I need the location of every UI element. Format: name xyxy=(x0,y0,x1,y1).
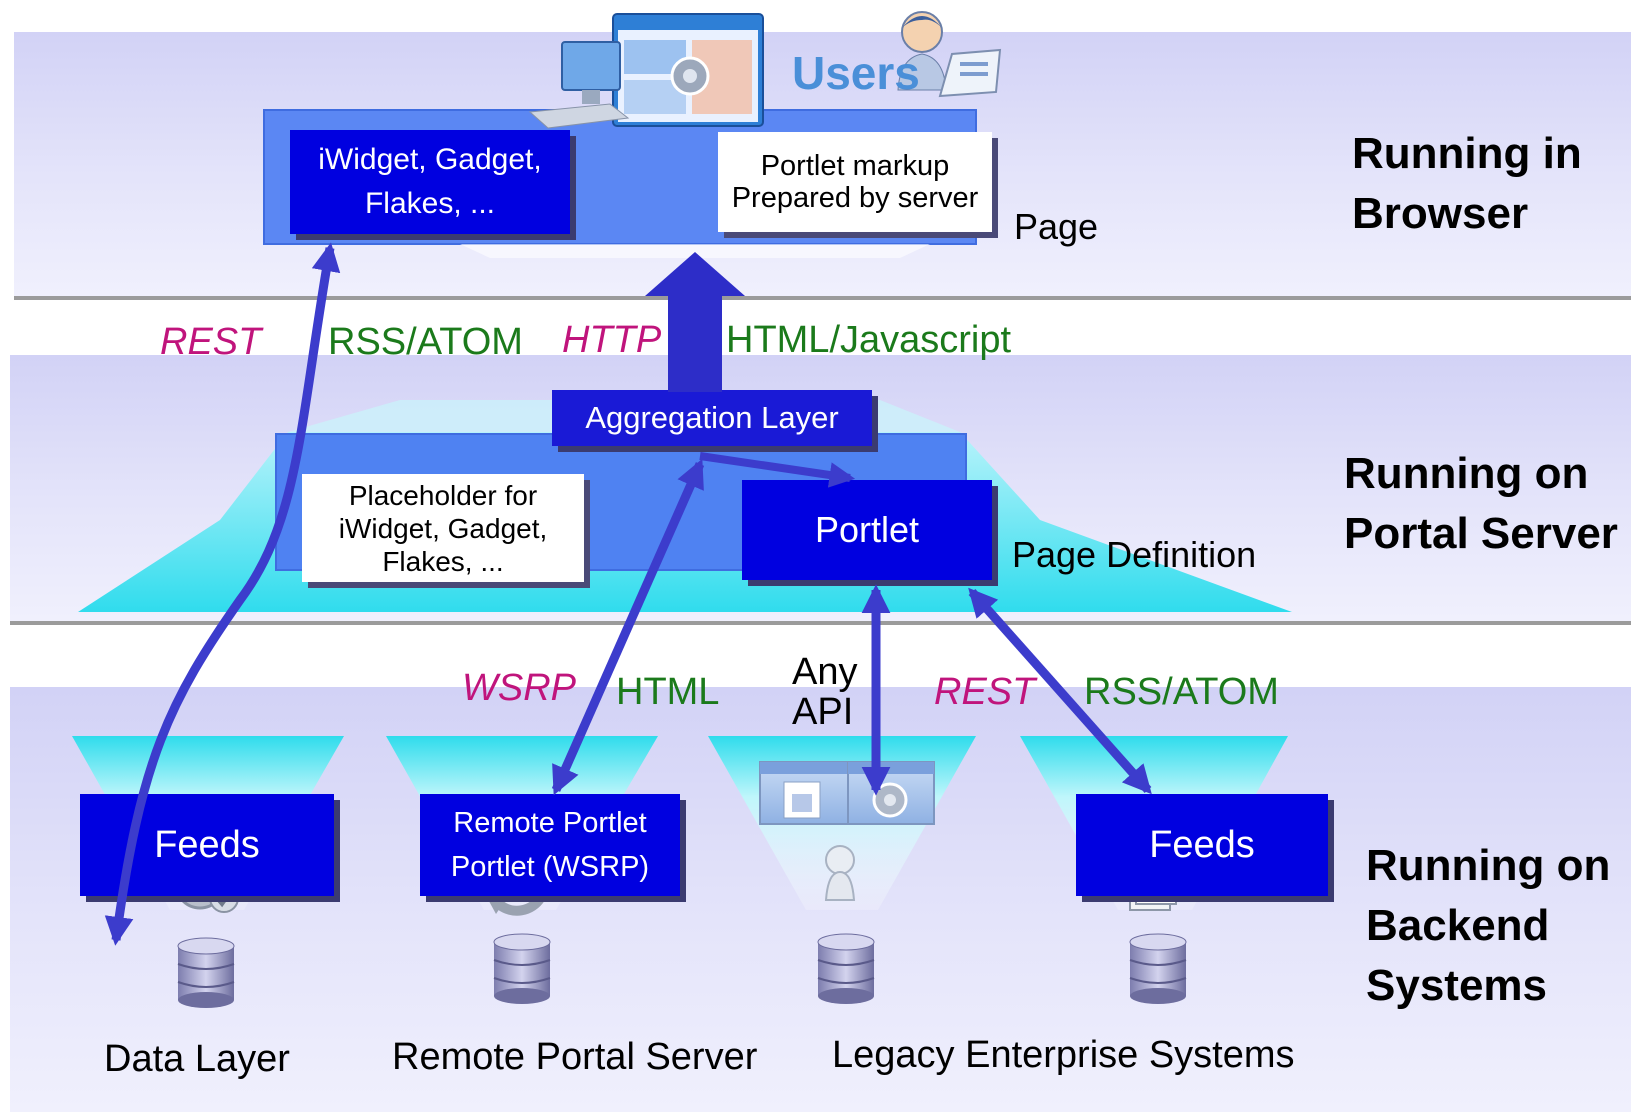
caption-legacy-enterprise: Legacy Enterprise Systems xyxy=(832,1034,1295,1076)
tier-portal-line2: Portal Server xyxy=(1344,509,1618,558)
caption-remote-portal-server: Remote Portal Server xyxy=(392,1036,758,1078)
pawn-icon xyxy=(824,845,856,901)
tier-label-backend: Running on Backend Systems xyxy=(1366,836,1610,1016)
tier-label-portal: Running on Portal Server xyxy=(1344,444,1618,564)
aggregation-layer-box: Aggregation Layer xyxy=(552,390,872,446)
aggregation-portlet-arrow xyxy=(699,452,856,488)
legacy-window-icons xyxy=(759,761,935,825)
protocol-html-js: HTML/Javascript xyxy=(726,319,1012,361)
markup-box-line2: Prepared by server xyxy=(731,182,979,214)
caption-data-layer: Data Layer xyxy=(104,1038,290,1080)
widget-box-line1: iWidget, Gadget, xyxy=(318,143,542,176)
rest-feeds-arrow xyxy=(968,587,1152,795)
widget-box-line2: Flakes, ... xyxy=(364,187,496,220)
database-icon-4 xyxy=(1129,933,1187,1004)
tier-backend-line1: Running on xyxy=(1366,841,1611,890)
protocol-http: HTTP xyxy=(562,319,662,361)
tier-label-browser: Running in Browser xyxy=(1352,124,1582,244)
tier-portal-line1: Running on xyxy=(1344,449,1589,498)
users-label: Users xyxy=(792,47,920,99)
page-definition-label: Page Definition xyxy=(1012,534,1257,575)
placeholder-box: Placeholder for iWidget, Gadget, Flakes,… xyxy=(302,474,584,582)
remote-portlet-line1: Remote Portlet xyxy=(453,807,647,839)
placeholder-line3: Flakes, ... xyxy=(382,545,504,577)
protocol-rss-atom-top: RSS/ATOM xyxy=(328,321,523,363)
placeholder-line2: iWidget, Gadget, xyxy=(338,512,548,544)
tier-browser-line2: Browser xyxy=(1352,189,1529,238)
page-label: Page xyxy=(1014,206,1099,247)
feeds-box-right: Feeds xyxy=(1076,794,1328,896)
portlet-box: Portlet xyxy=(742,480,992,580)
remote-portlet-box: Remote Portlet Portlet (WSRP) xyxy=(420,794,680,896)
protocol-any-api: Any API xyxy=(792,652,857,732)
remote-portlet-line2: Portlet (WSRP) xyxy=(450,851,650,883)
http-up-arrow xyxy=(645,252,745,392)
tier-backend-line3: Systems xyxy=(1366,961,1548,1010)
tier-browser-line1: Running in xyxy=(1352,129,1582,178)
database-icon-1 xyxy=(177,937,235,1008)
markup-box-line1: Portlet markup xyxy=(760,150,950,182)
rest-curve-arrow xyxy=(104,242,341,946)
any-api-line2: API xyxy=(792,691,854,733)
wsrp-arrow xyxy=(551,458,705,796)
database-icon-3 xyxy=(817,933,875,1004)
widget-box: iWidget, Gadget, Flakes, ... xyxy=(290,130,570,234)
tier-backend-line2: Backend xyxy=(1366,901,1550,950)
placeholder-line1: Placeholder for xyxy=(348,479,538,511)
any-api-line1: Any xyxy=(792,651,858,693)
users-illustration xyxy=(528,11,1002,129)
database-icon-2 xyxy=(493,933,551,1004)
portlet-markup-box: Portlet markup Prepared by server xyxy=(718,132,992,232)
